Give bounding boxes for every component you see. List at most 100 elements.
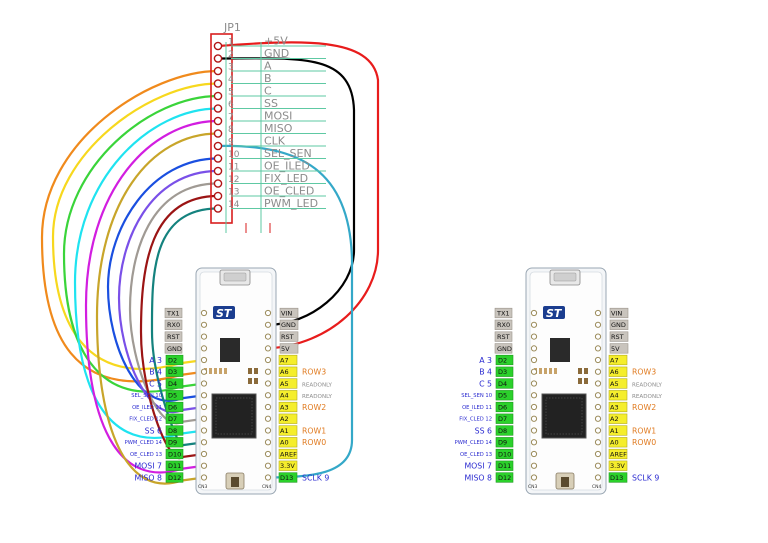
- chip-mcu: [211, 393, 257, 439]
- smd-part: [224, 368, 227, 374]
- header-outline: [210, 33, 233, 224]
- board-pin: [594, 368, 602, 375]
- board-pin: [594, 439, 602, 446]
- pin-label-box: [165, 354, 184, 366]
- pin-label-box: [278, 354, 298, 366]
- wire: [51, 82, 220, 370]
- board-pin: [530, 345, 538, 352]
- pin-label-box: [495, 413, 514, 424]
- pin-label-box: [164, 307, 183, 319]
- pin-label: D7: [168, 415, 177, 423]
- reset-button-cap: [561, 477, 569, 487]
- board-pin: [264, 450, 272, 458]
- chip-mcu-pins: [215, 397, 253, 435]
- pin-label-box: [165, 413, 184, 424]
- board-pin: [594, 462, 602, 469]
- pin-label: A4: [280, 392, 289, 400]
- board-pin: [264, 403, 272, 411]
- board-pin: [594, 474, 602, 481]
- header-pin-number: 6: [228, 100, 234, 110]
- header-pin-number: 9: [228, 138, 234, 148]
- pin-label: GND: [611, 321, 626, 329]
- signal-label: B 4: [479, 368, 492, 377]
- signal-label: ROW0: [632, 438, 656, 447]
- header-pin: [213, 179, 223, 188]
- pin-label-box: [165, 448, 184, 460]
- pin-label: D12: [498, 474, 511, 482]
- board-pin: [530, 474, 538, 481]
- pin-label: AREF: [280, 450, 297, 458]
- board-pin: [264, 415, 272, 422]
- board-pin: [200, 403, 208, 411]
- wire: [117, 169, 220, 414]
- board-pin: [530, 450, 538, 458]
- board-pin: [200, 309, 208, 317]
- board-pin: [264, 345, 272, 352]
- header-pin: [213, 54, 223, 63]
- signal-label: ROW2: [632, 403, 656, 412]
- board-silk: CN3: [528, 484, 538, 490]
- board-pin: [530, 439, 538, 446]
- pin-label-box: [608, 437, 628, 448]
- header-pin-name: MISO: [264, 122, 293, 135]
- wire: [84, 119, 220, 474]
- board-pin: [264, 333, 272, 340]
- wire: [73, 107, 220, 439]
- pin-label-box: [495, 437, 514, 448]
- pin-label: A7: [610, 356, 619, 364]
- st-logo-text: ST: [546, 307, 563, 320]
- board-pin: [264, 462, 272, 469]
- pin-label: A0: [610, 439, 619, 447]
- pin-label: A1: [610, 427, 619, 435]
- board-pin: [594, 392, 602, 399]
- pin-label: A2: [280, 415, 289, 423]
- header-pin: [213, 191, 223, 201]
- board-pin: [200, 474, 208, 481]
- pin-label-box: [494, 331, 513, 342]
- pin-label-box: [279, 319, 299, 330]
- header-pin: [213, 204, 223, 213]
- wire: [95, 132, 220, 485]
- usb-port: [553, 272, 577, 282]
- signal-label: A 3: [479, 356, 492, 365]
- pin-label: RX0: [497, 321, 510, 329]
- pin-label: 3.3V: [280, 462, 295, 470]
- pin-label: 5V: [281, 345, 290, 353]
- pin-label-box: [608, 378, 628, 389]
- board-pin: [594, 356, 602, 364]
- pin-label-box: [495, 472, 514, 483]
- signal-label: OE_CLED 13: [130, 452, 162, 458]
- pin-label: A4: [610, 392, 619, 400]
- header-pin-number: 8: [228, 125, 234, 135]
- pin-label: AREF: [610, 450, 627, 458]
- board-pin: [530, 309, 538, 317]
- board-pin: [594, 309, 602, 317]
- pin-label-box: [165, 401, 184, 413]
- chip-mcu-pins: [545, 397, 583, 435]
- pin-label-box: [278, 390, 298, 401]
- pin-label-box: [494, 307, 513, 319]
- pin-label: D4: [168, 380, 177, 388]
- header-pin: [213, 104, 223, 113]
- smd-part: [254, 378, 258, 384]
- board-pin: [530, 380, 538, 387]
- pin-label-box: [609, 319, 629, 330]
- board-pin: [200, 462, 208, 469]
- board-pin: [594, 415, 602, 422]
- pin-label: VIN: [611, 309, 622, 317]
- signal-label: ROW0: [302, 438, 326, 447]
- pin-label-box: [495, 425, 514, 436]
- header-pin-name: GND: [264, 47, 289, 60]
- signal-label: ROW2: [302, 403, 326, 412]
- signal-label: MOSI 7: [134, 462, 162, 471]
- pin-label-box: [494, 343, 513, 354]
- board-pin: [264, 474, 272, 481]
- board-pin: [594, 403, 602, 411]
- pin-label: RST: [497, 333, 510, 341]
- board-pin: [200, 380, 208, 387]
- board-pcb: [529, 271, 603, 491]
- header-pin-name: A: [264, 60, 272, 73]
- signal-label: SS 6: [475, 426, 492, 435]
- header-pin: [213, 154, 223, 163]
- pin-label: A6: [280, 368, 289, 376]
